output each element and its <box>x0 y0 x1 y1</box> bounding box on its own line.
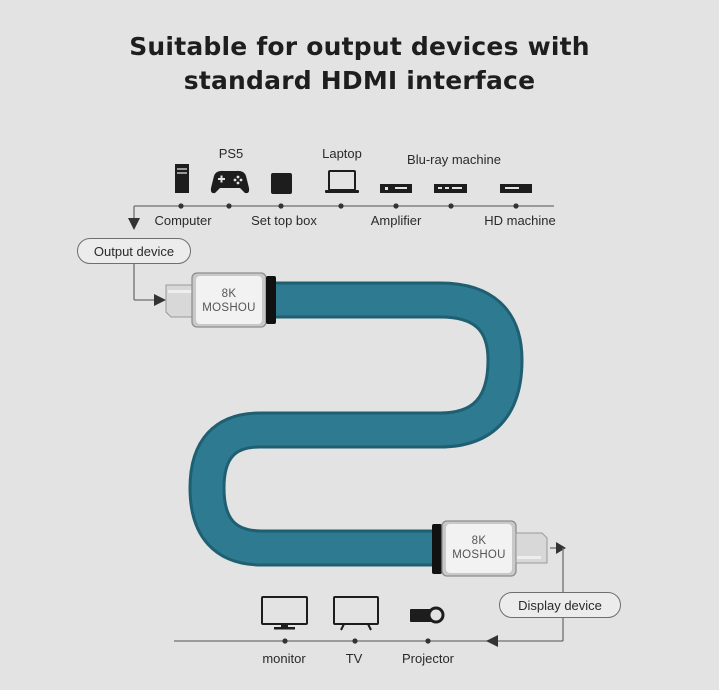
connector-top-line2: MOSHOU <box>202 302 256 314</box>
set-top-box-icon <box>271 173 292 194</box>
title-line-1: Suitable for output devices with <box>129 32 590 61</box>
display-arrow <box>550 542 566 641</box>
label-hd-machine: HD machine <box>484 213 556 228</box>
label-set-top-box: Set top box <box>251 213 317 228</box>
pc-tower-icon <box>175 164 189 193</box>
arrow-left-icon <box>486 635 498 647</box>
blu-ray-icon <box>434 184 467 193</box>
hd-machine-icon <box>500 184 532 193</box>
connector-top-label: 8K MOSHOU <box>196 287 262 315</box>
laptop-icon <box>325 170 359 193</box>
label-computer: Computer <box>154 213 212 228</box>
monitor-icon <box>261 596 308 630</box>
label-laptop: Laptop <box>322 146 362 161</box>
hdmi-connector-bottom <box>432 520 548 577</box>
arrow-down-icon <box>128 218 140 230</box>
display-device-pill: Display device <box>499 592 621 618</box>
top-device-line <box>128 203 554 230</box>
connector-bottom-label: 8K MOSHOU <box>446 534 512 562</box>
label-amplifier: Amplifier <box>370 213 422 228</box>
connector-top-line1: 8K <box>221 288 237 300</box>
label-projector: Projector <box>401 651 455 666</box>
label-ps5: PS5 <box>218 146 244 161</box>
amplifier-icon <box>380 184 412 193</box>
projector-icon <box>410 606 445 624</box>
output-device-pill: Output device <box>77 238 191 264</box>
connector-bottom-line1: 8K <box>471 535 487 547</box>
label-blu-ray: Blu-ray machine <box>407 152 501 167</box>
label-monitor: monitor <box>262 651 306 666</box>
hdmi-connector-top <box>165 272 276 328</box>
label-tv: TV <box>345 651 363 666</box>
bottom-device-line <box>174 635 563 647</box>
arrow-right-icon <box>556 542 566 554</box>
tv-icon <box>333 596 379 631</box>
arrow-right-icon <box>154 294 166 306</box>
gamepad-icon <box>210 170 250 194</box>
connector-bottom-line2: MOSHOU <box>452 549 506 561</box>
hdmi-cable <box>188 281 524 567</box>
title-line-2: standard HDMI interface <box>183 66 536 95</box>
output-arrow <box>133 264 166 306</box>
